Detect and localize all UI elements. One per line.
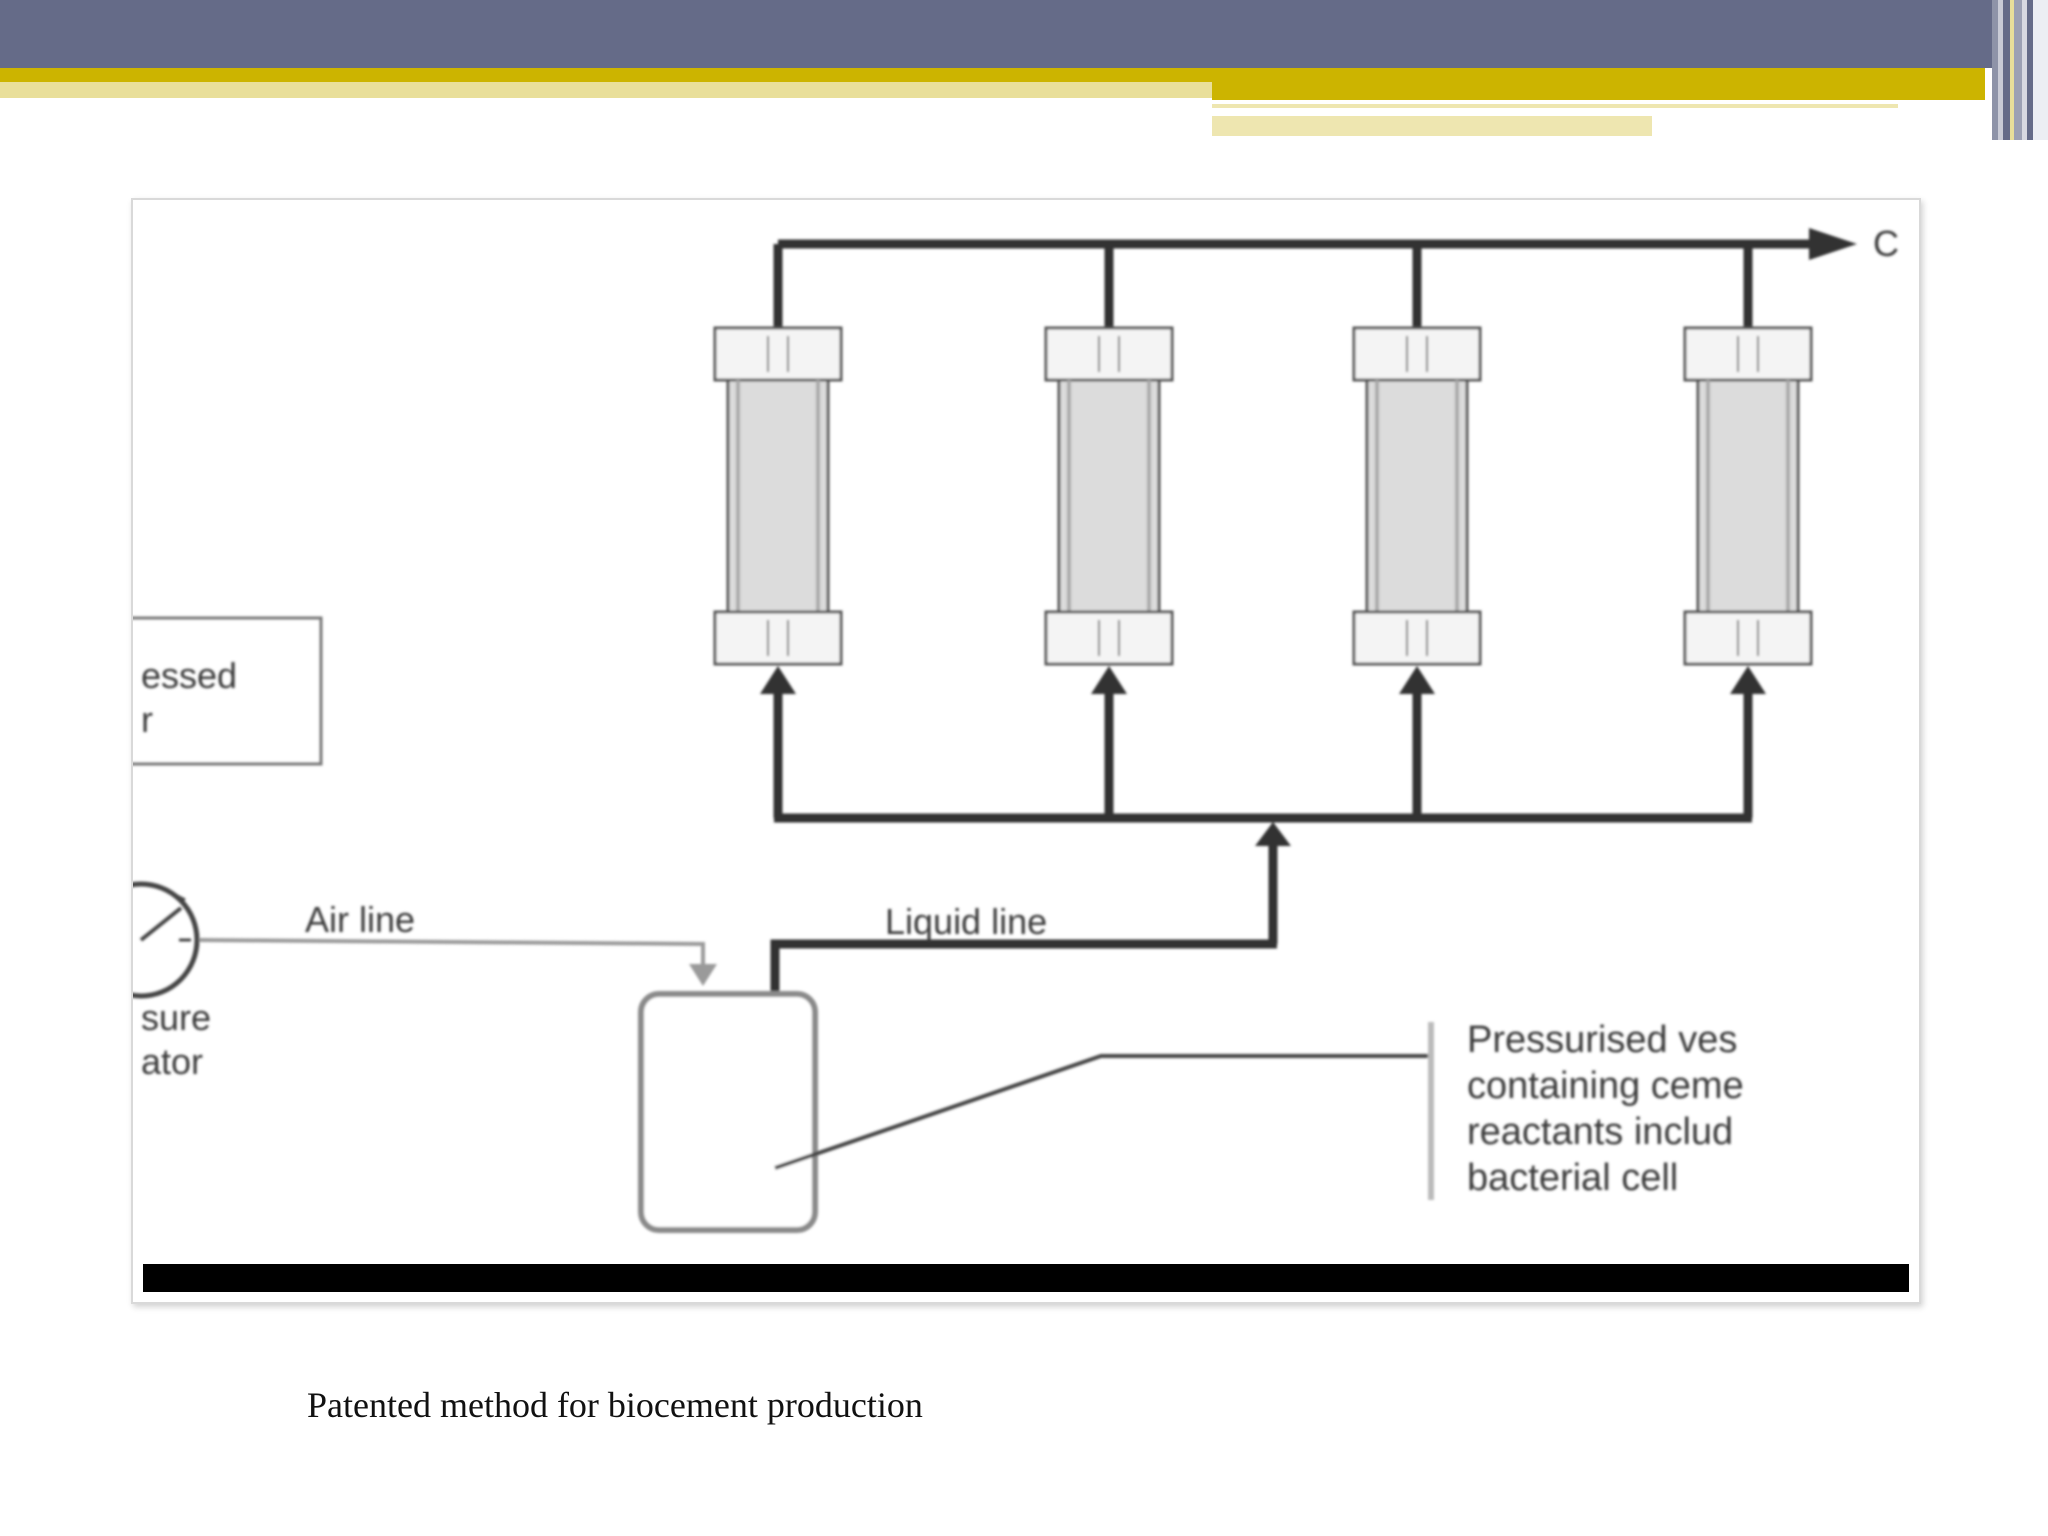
regulator-label-line1: sure [141, 997, 211, 1038]
accent-line-lower [1212, 116, 1652, 136]
column-4 [1683, 244, 1813, 818]
header-bar [0, 0, 1995, 68]
pressurised-vessel [638, 991, 818, 1233]
slide-caption: Patented method for biocement production [307, 1385, 923, 1425]
pressure-gauge-icon [133, 881, 200, 999]
process-diagram: C [131, 198, 1921, 1304]
vessel-pointer-line [774, 1054, 1431, 1170]
riser-arrow-icon [1255, 822, 1291, 846]
outlet-arrow-icon [1809, 228, 1857, 260]
compressor-label-line1: essed [141, 655, 237, 696]
accent-stripe [0, 68, 1985, 82]
column-3 [1352, 244, 1482, 818]
air-line-arrow-icon [689, 964, 717, 986]
column-1 [713, 244, 843, 818]
vessel-note-line1: Pressurised ves [1467, 1019, 1737, 1061]
vessel-note-line4: bacterial cell [1467, 1157, 1678, 1199]
diagram-canvas: C [133, 223, 1909, 1292]
column-2 [1044, 244, 1174, 818]
air-line [198, 938, 705, 968]
air-line-label: Air line [305, 899, 415, 940]
compressor-label-line2: r [141, 699, 153, 740]
decorative-edge [1992, 0, 2048, 140]
accent-stripe-right [1212, 82, 1985, 100]
accent-stripe-pale [0, 82, 1212, 98]
liquid-line [770, 939, 1277, 1000]
image-bottom-bar [143, 1264, 1909, 1292]
liquid-line-label: Liquid line [885, 901, 1047, 942]
accent-line [1212, 104, 1898, 108]
regulator-label-line2: ator [141, 1041, 203, 1082]
vessel-note-line2: containing ceme [1467, 1065, 1744, 1107]
vessel-note-line3: reactants includ [1467, 1111, 1733, 1153]
outlet-label: C [1873, 223, 1899, 264]
compressor-box [133, 616, 323, 766]
